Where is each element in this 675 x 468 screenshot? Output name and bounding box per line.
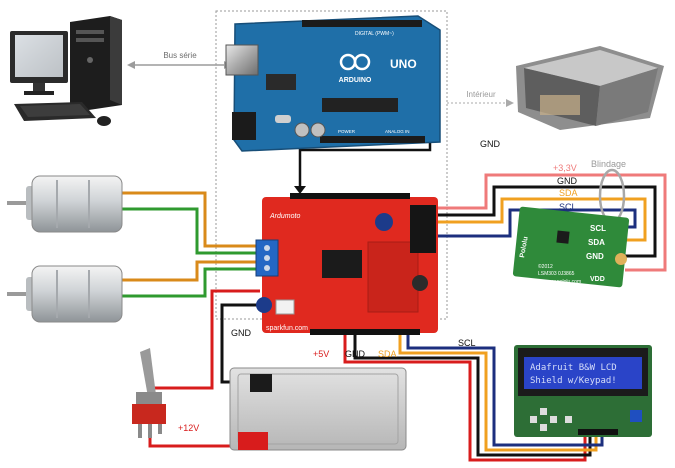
- sensor-chip: LSM303: [538, 271, 557, 277]
- motor-1: [7, 175, 123, 233]
- shielding-ring: [598, 168, 626, 224]
- ardumoto-shield: Ardumoto sparkfun.com: [255, 193, 438, 335]
- v33-label: +3,3V: [553, 163, 577, 173]
- arduino-analog-label: ANALOG IN: [385, 129, 410, 134]
- lcd-shield: Adafruit B&W LCD Shield w/Keypad!: [514, 345, 652, 437]
- arduino-uno: ARDUINO UNO DIGITAL (PWM~) POWER ANALOG …: [225, 15, 441, 152]
- arduino-power-label: POWER: [338, 129, 356, 134]
- gnd-battery-label: GND: [231, 328, 252, 338]
- gnd-top-label: GND: [480, 139, 501, 149]
- computer: [10, 16, 122, 126]
- sensor-pin-vdd: VDD: [590, 276, 605, 283]
- gnd-bottom-label: GND: [345, 349, 366, 359]
- sensor-pin-sda: SDA: [588, 238, 605, 247]
- interior-label: Intérieur: [466, 90, 496, 99]
- arduino-digital-label: DIGITAL (PWM~): [355, 31, 394, 37]
- gnd-right-label: GND: [557, 176, 578, 186]
- scl-bottom-label: SCL: [458, 338, 476, 348]
- battery: [229, 367, 407, 451]
- motor-wires: [122, 191, 258, 298]
- sensor-url: www.pololu.com: [545, 279, 581, 285]
- v12-label: +12V: [178, 423, 199, 433]
- lcd-wires: [343, 335, 604, 462]
- shielding-label: Blindage: [591, 159, 626, 169]
- interior-arrow: Intérieur: [447, 90, 514, 107]
- ardumoto-name: Ardumoto: [269, 213, 300, 220]
- sensor-pin-gnd: GND: [586, 252, 604, 261]
- serial-bus-label: Bus série: [163, 51, 197, 60]
- sensor-part: 0J3865: [558, 271, 575, 277]
- sensor-brand: Pololu: [519, 236, 530, 258]
- sensor-year: ©2012: [538, 263, 553, 270]
- arduino-model: UNO: [390, 57, 417, 71]
- lcd-line-1: Adafruit B&W LCD: [530, 363, 617, 373]
- arduino-brand: ARDUINO: [339, 77, 372, 84]
- ardumoto-url: sparkfun.com: [266, 325, 308, 332]
- sensor-wires: [294, 141, 667, 272]
- v5-label: +5V: [313, 349, 329, 359]
- sda-bottom-label: SDA: [378, 349, 397, 359]
- lcd-line-2: Shield w/Keypad!: [530, 376, 617, 386]
- toggle-switch: [132, 348, 166, 438]
- motor-2: [7, 265, 123, 323]
- enclosure-outline: [215, 10, 448, 320]
- pololu-sensor: SCL SDA GND VDD Pololu ©2012 LSM303 0J38…: [512, 206, 630, 288]
- enclosure-box: [516, 46, 664, 130]
- sensor-pin-scl: SCL: [590, 224, 606, 233]
- scl-right-label: SCL: [559, 202, 577, 212]
- sda-right-label: SDA: [559, 188, 578, 198]
